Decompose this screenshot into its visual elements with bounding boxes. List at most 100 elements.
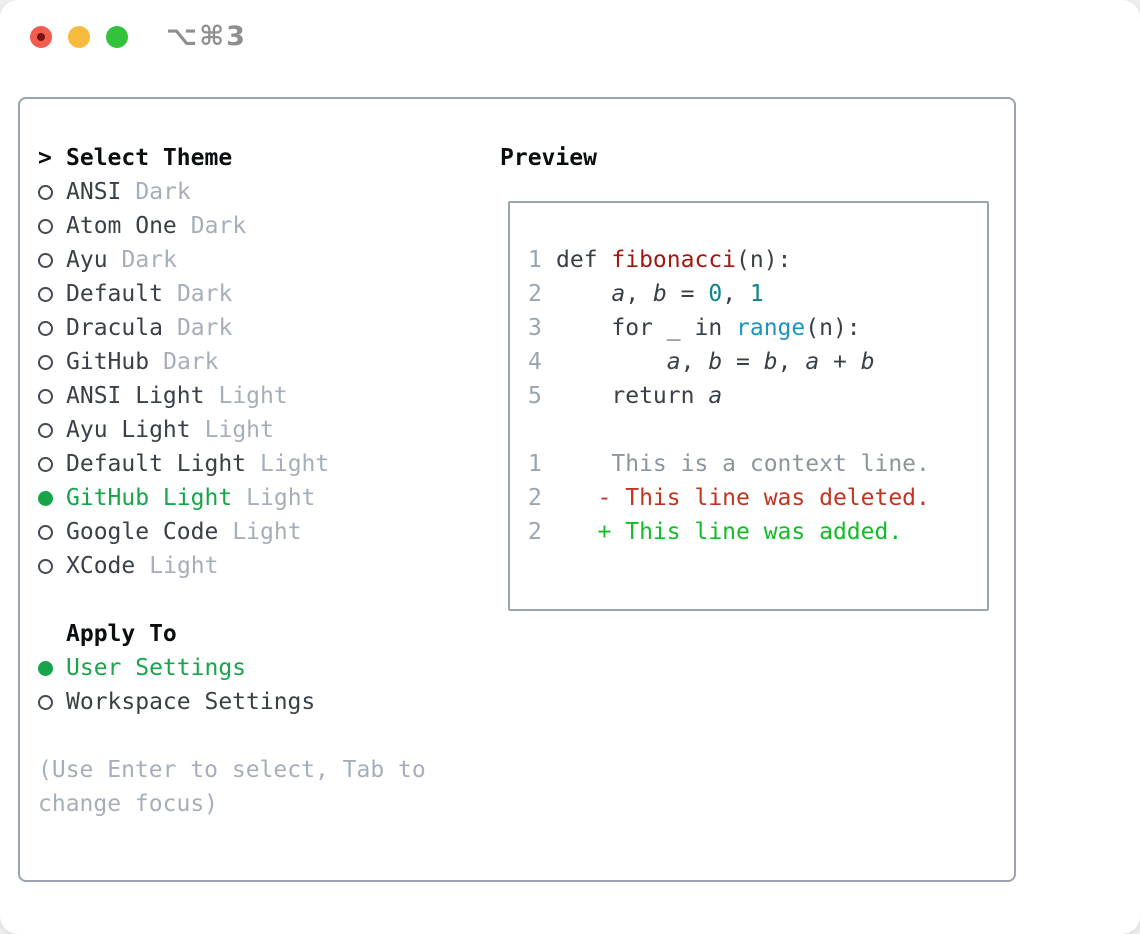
line-number: 2 (528, 281, 542, 307)
option-label: Default Light (66, 451, 247, 477)
option-label: Ayu Light (66, 417, 191, 443)
option-label: Google Code (66, 519, 219, 545)
radio-icon (38, 252, 66, 268)
theme-option-default-light[interactable]: Default Light Light (38, 447, 426, 481)
apply-to-title: Apply To (66, 621, 177, 647)
variant-badge: Dark (190, 213, 247, 239)
line-number: 3 (528, 315, 542, 341)
code-line: 3 for _ in range(n): (528, 311, 930, 345)
radio-icon (38, 184, 66, 200)
code-line-text: def fibonacci(n): (556, 243, 791, 277)
option-label: ANSI Light (66, 383, 205, 409)
spacer-row (38, 719, 426, 753)
code-segment: b (763, 349, 778, 375)
code-segment: This is a context line. (556, 451, 930, 477)
option-label: XCode (66, 553, 136, 579)
radio-icon (38, 388, 66, 404)
hint-text: (Use Enter to select, Tab to (38, 757, 426, 783)
variant-badge: Dark (163, 349, 219, 375)
theme-option-ansi[interactable]: ANSI Dark (38, 175, 426, 209)
radio-circle (38, 490, 53, 506)
code-segment: return (556, 383, 709, 409)
close-button[interactable] (30, 26, 52, 48)
code-segment: 0 (708, 281, 723, 307)
code-line-text: a, b = b, a + b (556, 345, 875, 379)
zoom-button[interactable] (106, 26, 128, 48)
code-line: 2 a, b = 0, 1 (528, 277, 930, 311)
code-segment: , (722, 281, 750, 307)
code-line: 1 This is a context line. (528, 447, 930, 481)
code-segment: b (708, 349, 723, 375)
radio-circle (38, 184, 53, 200)
radio-icon (38, 456, 66, 472)
code-segment: range (736, 315, 806, 341)
line-number: 4 (528, 349, 542, 375)
radio-icon (38, 422, 66, 438)
code-line-text: - This line was deleted. (556, 481, 930, 515)
option-label: GitHub Light (66, 485, 233, 511)
variant-badge: Light (260, 451, 330, 477)
focus-caret-icon: > (38, 141, 66, 175)
radio-circle (38, 524, 53, 540)
radio-icon (38, 286, 66, 302)
apply-to-header: Apply To (38, 617, 426, 651)
code-line-text: for _ in range(n): (556, 311, 860, 345)
code-line: 2 + This line was added. (528, 515, 930, 549)
radio-circle (38, 354, 53, 370)
variant-badge: Light (149, 553, 219, 579)
option-label: ANSI (66, 179, 122, 205)
apply-option-user-settings[interactable]: User Settings (38, 651, 426, 685)
code-line-text: a, b = 0, 1 (556, 277, 764, 311)
minimize-button[interactable] (68, 26, 90, 48)
code-segment: , (680, 349, 709, 375)
theme-option-ayu-light[interactable]: Ayu Light Light (38, 413, 426, 447)
close-dot-icon (37, 33, 45, 41)
code-line (528, 413, 930, 447)
code-segment: fibonacci (611, 247, 737, 273)
radio-icon (38, 218, 66, 234)
code-segment: 1 (749, 281, 764, 307)
code-segment: + (819, 349, 861, 375)
code-line: 2 - This line was deleted. (528, 481, 930, 515)
code-segment: a (666, 349, 681, 375)
line-number: 1 (528, 247, 542, 273)
theme-option-xcode[interactable]: XCode Light (38, 549, 426, 583)
radio-circle (38, 218, 53, 234)
code-segment: b (860, 349, 875, 375)
variant-badge: Dark (176, 281, 233, 307)
code-segment: + This line was added. (556, 519, 903, 545)
code-segment: = (666, 281, 709, 307)
radio-icon (38, 320, 66, 336)
code-segment: a (805, 349, 820, 375)
variant-badge: Light (204, 417, 274, 443)
variant-badge: Dark (176, 315, 233, 341)
theme-option-atom-one[interactable]: Atom One Dark (38, 209, 426, 243)
line-number: 2 (528, 485, 542, 511)
variant-badge: Dark (135, 179, 191, 205)
radio-icon (38, 524, 66, 540)
code-segment: (n): (736, 247, 792, 273)
code-line-text: This is a context line. (556, 447, 930, 481)
spacer-row (38, 583, 426, 617)
radio-circle (38, 320, 53, 336)
line-number: 2 (528, 519, 542, 545)
option-label: Atom One (66, 213, 177, 239)
code-segment: , (777, 349, 806, 375)
line-number: 5 (528, 383, 542, 409)
line-number (528, 413, 556, 447)
help-hint-line: (Use Enter to select, Tab to (38, 753, 426, 787)
theme-list-title: Select Theme (66, 145, 233, 171)
apply-option-workspace-settings[interactable]: Workspace Settings (38, 685, 426, 719)
